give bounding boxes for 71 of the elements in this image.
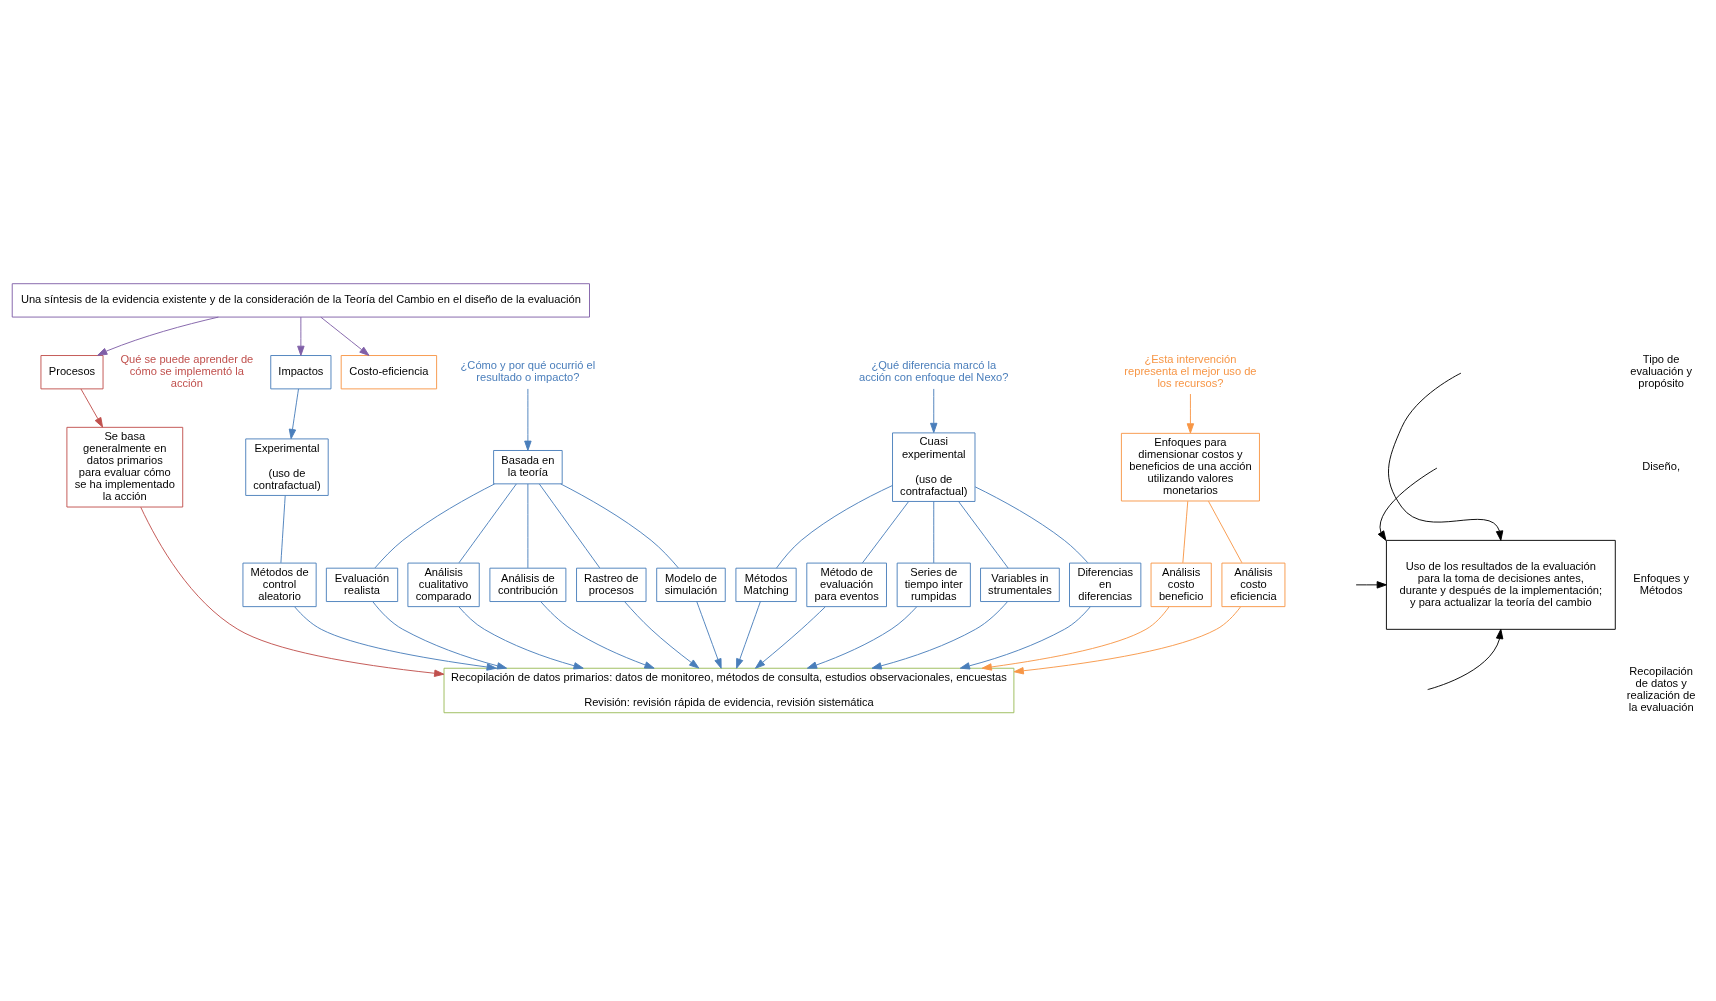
node-box: Cuasi experimental (uso de contrafactual) xyxy=(892,431,976,502)
node-box: Costo-eficiencia xyxy=(340,354,438,389)
node-box: Análisis costo eficiencia xyxy=(1221,562,1286,607)
arrow xyxy=(372,600,508,669)
node-box: Se basa generalmente en datos primarios para evaluar cómo se ha implementado la acción xyxy=(66,426,184,507)
connector xyxy=(527,483,529,568)
node-box: Experimental (uso de contrafactual) xyxy=(245,437,329,496)
arrow xyxy=(930,387,938,433)
connector xyxy=(1208,500,1243,563)
node-box: Uso de los resultados de la evaluación para la toma de decisiones antes, durante y después de la implementación; y para actualizar la teoría del cambio xyxy=(1385,539,1616,630)
connector xyxy=(1182,500,1189,563)
arrow xyxy=(1377,467,1438,541)
connector xyxy=(560,482,679,568)
arrow xyxy=(1427,628,1504,690)
node-box: Métodos Matching xyxy=(735,567,797,602)
arrow xyxy=(140,506,445,677)
arrow xyxy=(754,605,826,669)
arrow xyxy=(806,605,918,669)
arrow xyxy=(696,600,722,669)
connector xyxy=(974,485,1089,563)
arrow xyxy=(294,606,497,671)
arrow xyxy=(524,387,532,451)
node-box: Rastreo de procesos xyxy=(576,567,647,602)
label: Diseño, xyxy=(1642,459,1680,472)
node-box: Variables instrumentales xyxy=(980,567,1060,602)
connector xyxy=(958,500,1009,569)
node-box: Análisis cualitativo comparado xyxy=(407,562,480,607)
node-box: Métodos de control aleatorio xyxy=(242,562,317,607)
arrow xyxy=(624,600,700,669)
connector xyxy=(776,484,893,569)
arrow xyxy=(871,600,1008,669)
connector xyxy=(862,500,910,563)
label: Recopilación de datos y realización de la evaluación xyxy=(1626,664,1696,713)
arrow xyxy=(959,605,1091,669)
arrow xyxy=(458,606,584,669)
arrow xyxy=(1186,393,1195,433)
label: Enfoques y Métodos xyxy=(1633,571,1689,596)
node-box: Análisis de contribución xyxy=(489,567,567,602)
node-box: Procesos xyxy=(40,354,104,389)
arrow xyxy=(80,387,104,428)
node-box: Análisis costo beneficio xyxy=(1150,562,1212,607)
arrow xyxy=(1355,580,1387,589)
arrow xyxy=(1013,606,1241,674)
node-label: Qué se puede aprender de cómo se implementó la acción xyxy=(120,352,254,389)
node-box: Modelo de simulación xyxy=(656,567,726,602)
connector xyxy=(538,483,601,568)
node-box: Enfoques para dimensionar costos y beneficios de una acción utilizando valores monetarios xyxy=(1120,432,1260,501)
node-text: ¿Esta intervención representa el mejor uso de los recursos? xyxy=(1124,352,1257,389)
arrow xyxy=(540,600,655,669)
node-box: Basada en la teoría xyxy=(493,449,563,484)
arrow xyxy=(97,316,219,356)
arrow xyxy=(981,606,1170,671)
node-text: ¿Qué diferencia marcó la acción con enfoque del Nexo? xyxy=(859,358,1009,383)
arrow xyxy=(1388,372,1504,541)
connector xyxy=(933,500,935,563)
connector xyxy=(458,483,517,563)
arrow xyxy=(736,600,761,669)
node-box: Una síntesis de la evidencia existente y de la consideración de la Teoría del Cambio en el diseño de la evaluación xyxy=(11,282,590,318)
node-box: Impactos xyxy=(270,354,332,389)
node-box: Recopilación de datos primarios: datos de monitoreo, métodos de consulta, estudios observacionales, encuestas Revisión: revisión rápida de evidencia, revisión sistemática xyxy=(443,667,1015,713)
arrow xyxy=(297,316,305,356)
node-box: Método de evaluación para eventos xyxy=(806,562,887,607)
connector xyxy=(374,482,496,568)
node-box: Series de tiempo interrumpidas xyxy=(896,562,971,607)
node-box: Evaluación realista xyxy=(325,567,399,602)
node-box: Diferencias en diferencias xyxy=(1069,562,1142,607)
arrow xyxy=(288,387,299,439)
arrow xyxy=(320,316,370,356)
label: Tipo de evaluación y propósito xyxy=(1630,352,1693,389)
node-text: ¿Cómo y por qué ocurrió el resultado o impacto? xyxy=(460,358,596,383)
connector xyxy=(280,494,286,563)
